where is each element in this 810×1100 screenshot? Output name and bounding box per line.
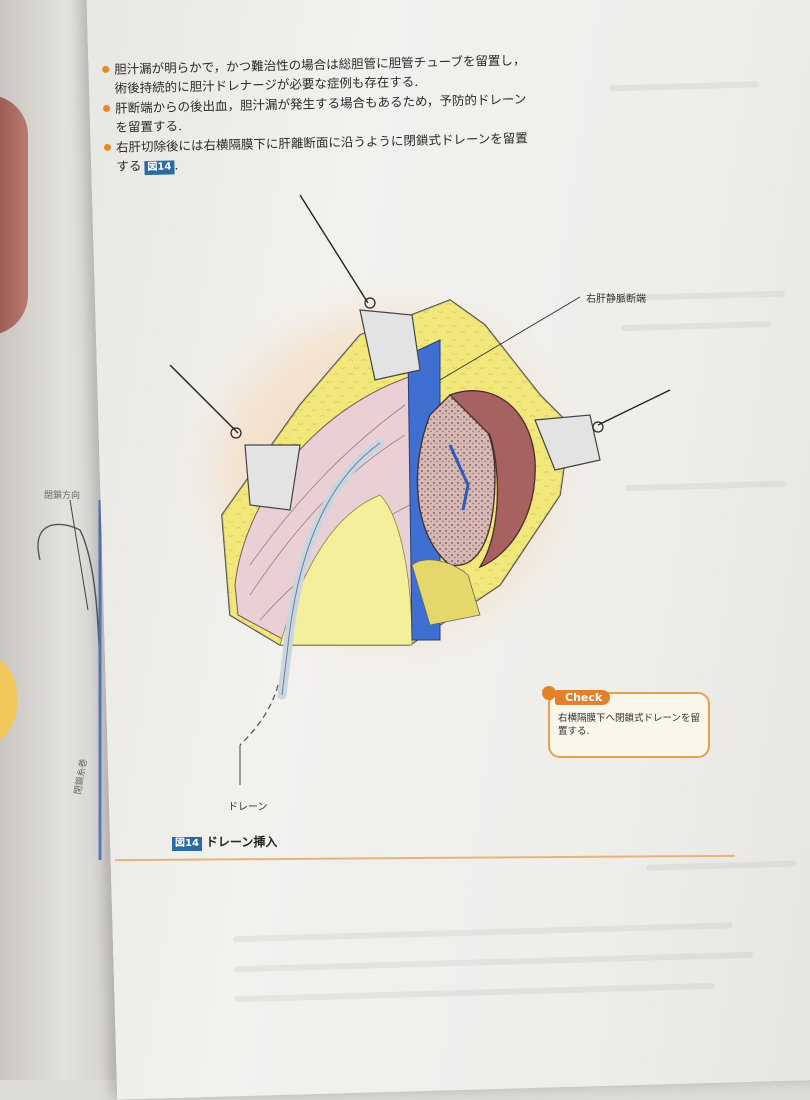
label-drain: ドレーン [228,802,268,813]
left-page-label-top: 閉鎖方向 [44,491,81,501]
drain-tube-outline [281,442,381,696]
bullet-dot-icon [102,65,110,73]
figure-reference-link[interactable]: 図14 [144,160,175,176]
bullet-3-period: . [174,157,179,173]
retractor-top [299,194,421,381]
vein-label-leader [439,296,581,381]
left-page-illustration-edge [0,95,28,335]
check-text: 右横隔膜下へ閉鎖式ドレーンを留置する. [558,713,701,737]
figure-number: 図14 [172,837,202,851]
retractor-right [534,389,671,471]
bullet-dot-icon [103,143,112,151]
label-right-hepatic-vein-stump: 右肝静脈断端 [586,294,646,305]
hepatic-ligament [411,559,481,626]
bullet-3-line2: する [116,158,142,174]
bullet-dot-icon [103,104,111,112]
drain-exit [239,684,279,746]
left-page-suture-illustration [37,499,102,860]
check-pin-icon [542,686,556,700]
check-tag: Check [555,690,611,705]
surgical-illustration [169,194,671,785]
remnant-liver [448,390,536,569]
bullet-list: 胆汁漏が明らかで，かつ難治性の場合は総胆管に胆管チューブを留置し， 術後持続的に… [102,49,575,177]
retractor-left [169,364,301,511]
liver-vessel [448,444,470,511]
figure-title: ドレーン挿入 [205,835,278,849]
